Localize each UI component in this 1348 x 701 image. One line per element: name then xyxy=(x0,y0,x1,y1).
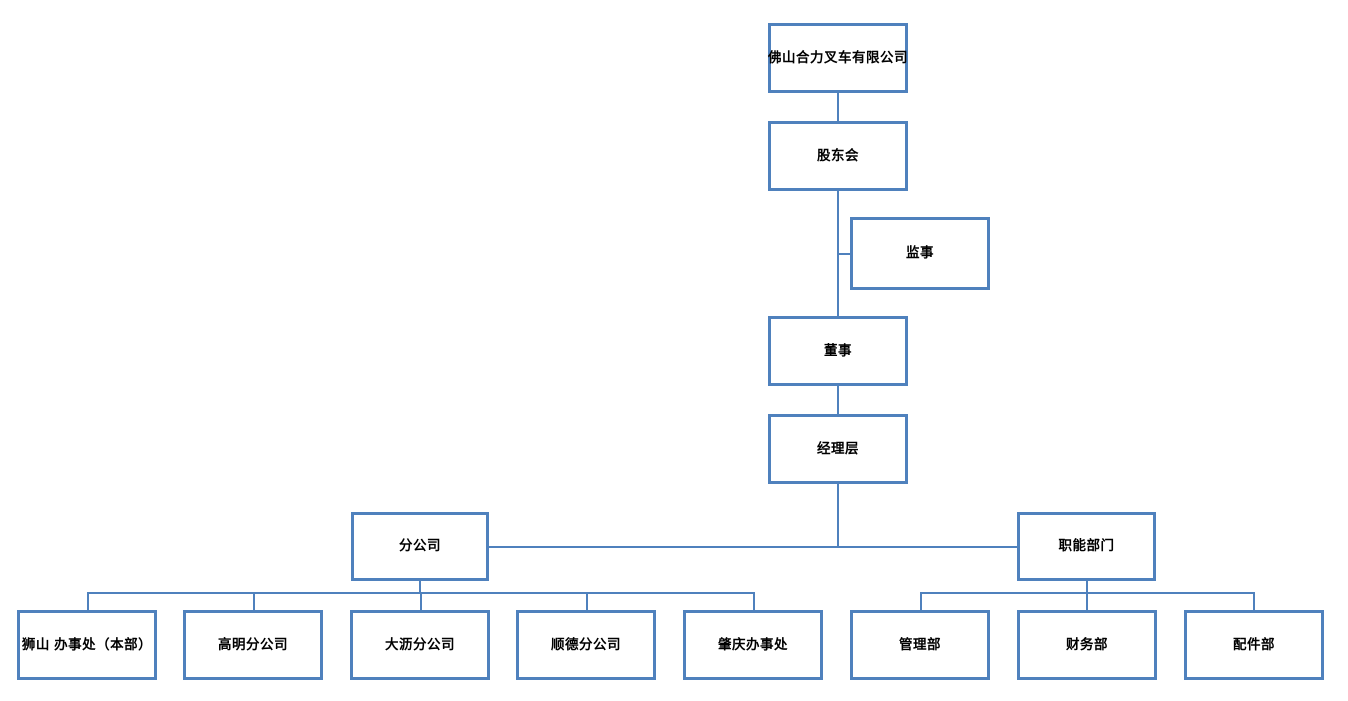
connector-branches-stem xyxy=(419,581,421,592)
connector-drop-caiwu xyxy=(1086,592,1088,610)
org-node-label-shunde: 顺德分公司 xyxy=(551,636,621,652)
org-node-management[interactable]: 经理层 xyxy=(768,414,908,484)
org-node-label-peijian: 配件部 xyxy=(1233,636,1275,652)
org-node-zhaoqing[interactable]: 肇庆办事处 xyxy=(683,610,823,680)
org-node-label-functional: 职能部门 xyxy=(1058,538,1115,554)
org-node-label-dali: 大沥分公司 xyxy=(385,636,455,652)
connector-drop-zhaoqing xyxy=(753,592,755,610)
org-node-label-company: 佛山合力叉车有限公司 xyxy=(768,49,908,65)
connector-drop-shunde xyxy=(586,592,588,610)
connector-trunk-to-supervisor xyxy=(837,253,850,255)
connector-level5-bus xyxy=(489,546,1017,548)
org-node-label-director: 董事 xyxy=(824,342,852,358)
org-node-label-branches: 分公司 xyxy=(399,538,441,554)
org-node-shunde[interactable]: 顺德分公司 xyxy=(516,610,656,680)
connector-drop-guanli xyxy=(920,592,922,610)
connector-director-to-management xyxy=(837,386,839,414)
org-node-label-supervisor: 监事 xyxy=(906,245,934,261)
org-node-company[interactable]: 佛山合力叉车有限公司 xyxy=(768,23,908,93)
org-node-shareholders[interactable]: 股东会 xyxy=(768,121,908,191)
org-node-supervisor[interactable]: 监事 xyxy=(850,217,990,290)
org-node-gaoming[interactable]: 高明分公司 xyxy=(183,610,323,680)
connector-management-trunk-down xyxy=(837,484,839,546)
connector-drop-gaoming xyxy=(253,592,255,610)
org-node-functional[interactable]: 职能部门 xyxy=(1017,512,1156,581)
org-node-director[interactable]: 董事 xyxy=(768,316,908,386)
connector-drop-peijian xyxy=(1253,592,1255,610)
org-node-label-shishan: 狮山 办事处（本部） xyxy=(21,636,153,652)
org-node-branches[interactable]: 分公司 xyxy=(351,512,489,581)
org-node-label-gaoming: 高明分公司 xyxy=(218,636,288,652)
connector-drop-dali xyxy=(420,592,422,610)
org-node-peijian[interactable]: 配件部 xyxy=(1184,610,1324,680)
org-node-caiwu[interactable]: 财务部 xyxy=(1017,610,1157,680)
org-node-guanli[interactable]: 管理部 xyxy=(850,610,990,680)
connector-drop-shishan xyxy=(87,592,89,610)
org-node-label-zhaoqing: 肇庆办事处 xyxy=(718,636,788,652)
org-node-label-shareholders: 股东会 xyxy=(817,147,859,163)
org-node-label-management: 经理层 xyxy=(817,440,859,456)
org-node-shishan[interactable]: 狮山 办事处（本部） xyxy=(17,610,157,680)
connector-company-to-shareholders xyxy=(837,93,839,121)
org-node-label-guanli: 管理部 xyxy=(899,636,941,652)
org-node-label-caiwu: 财务部 xyxy=(1066,636,1108,652)
org-node-dali[interactable]: 大沥分公司 xyxy=(350,610,490,680)
connector-functional-stem xyxy=(1086,581,1088,592)
